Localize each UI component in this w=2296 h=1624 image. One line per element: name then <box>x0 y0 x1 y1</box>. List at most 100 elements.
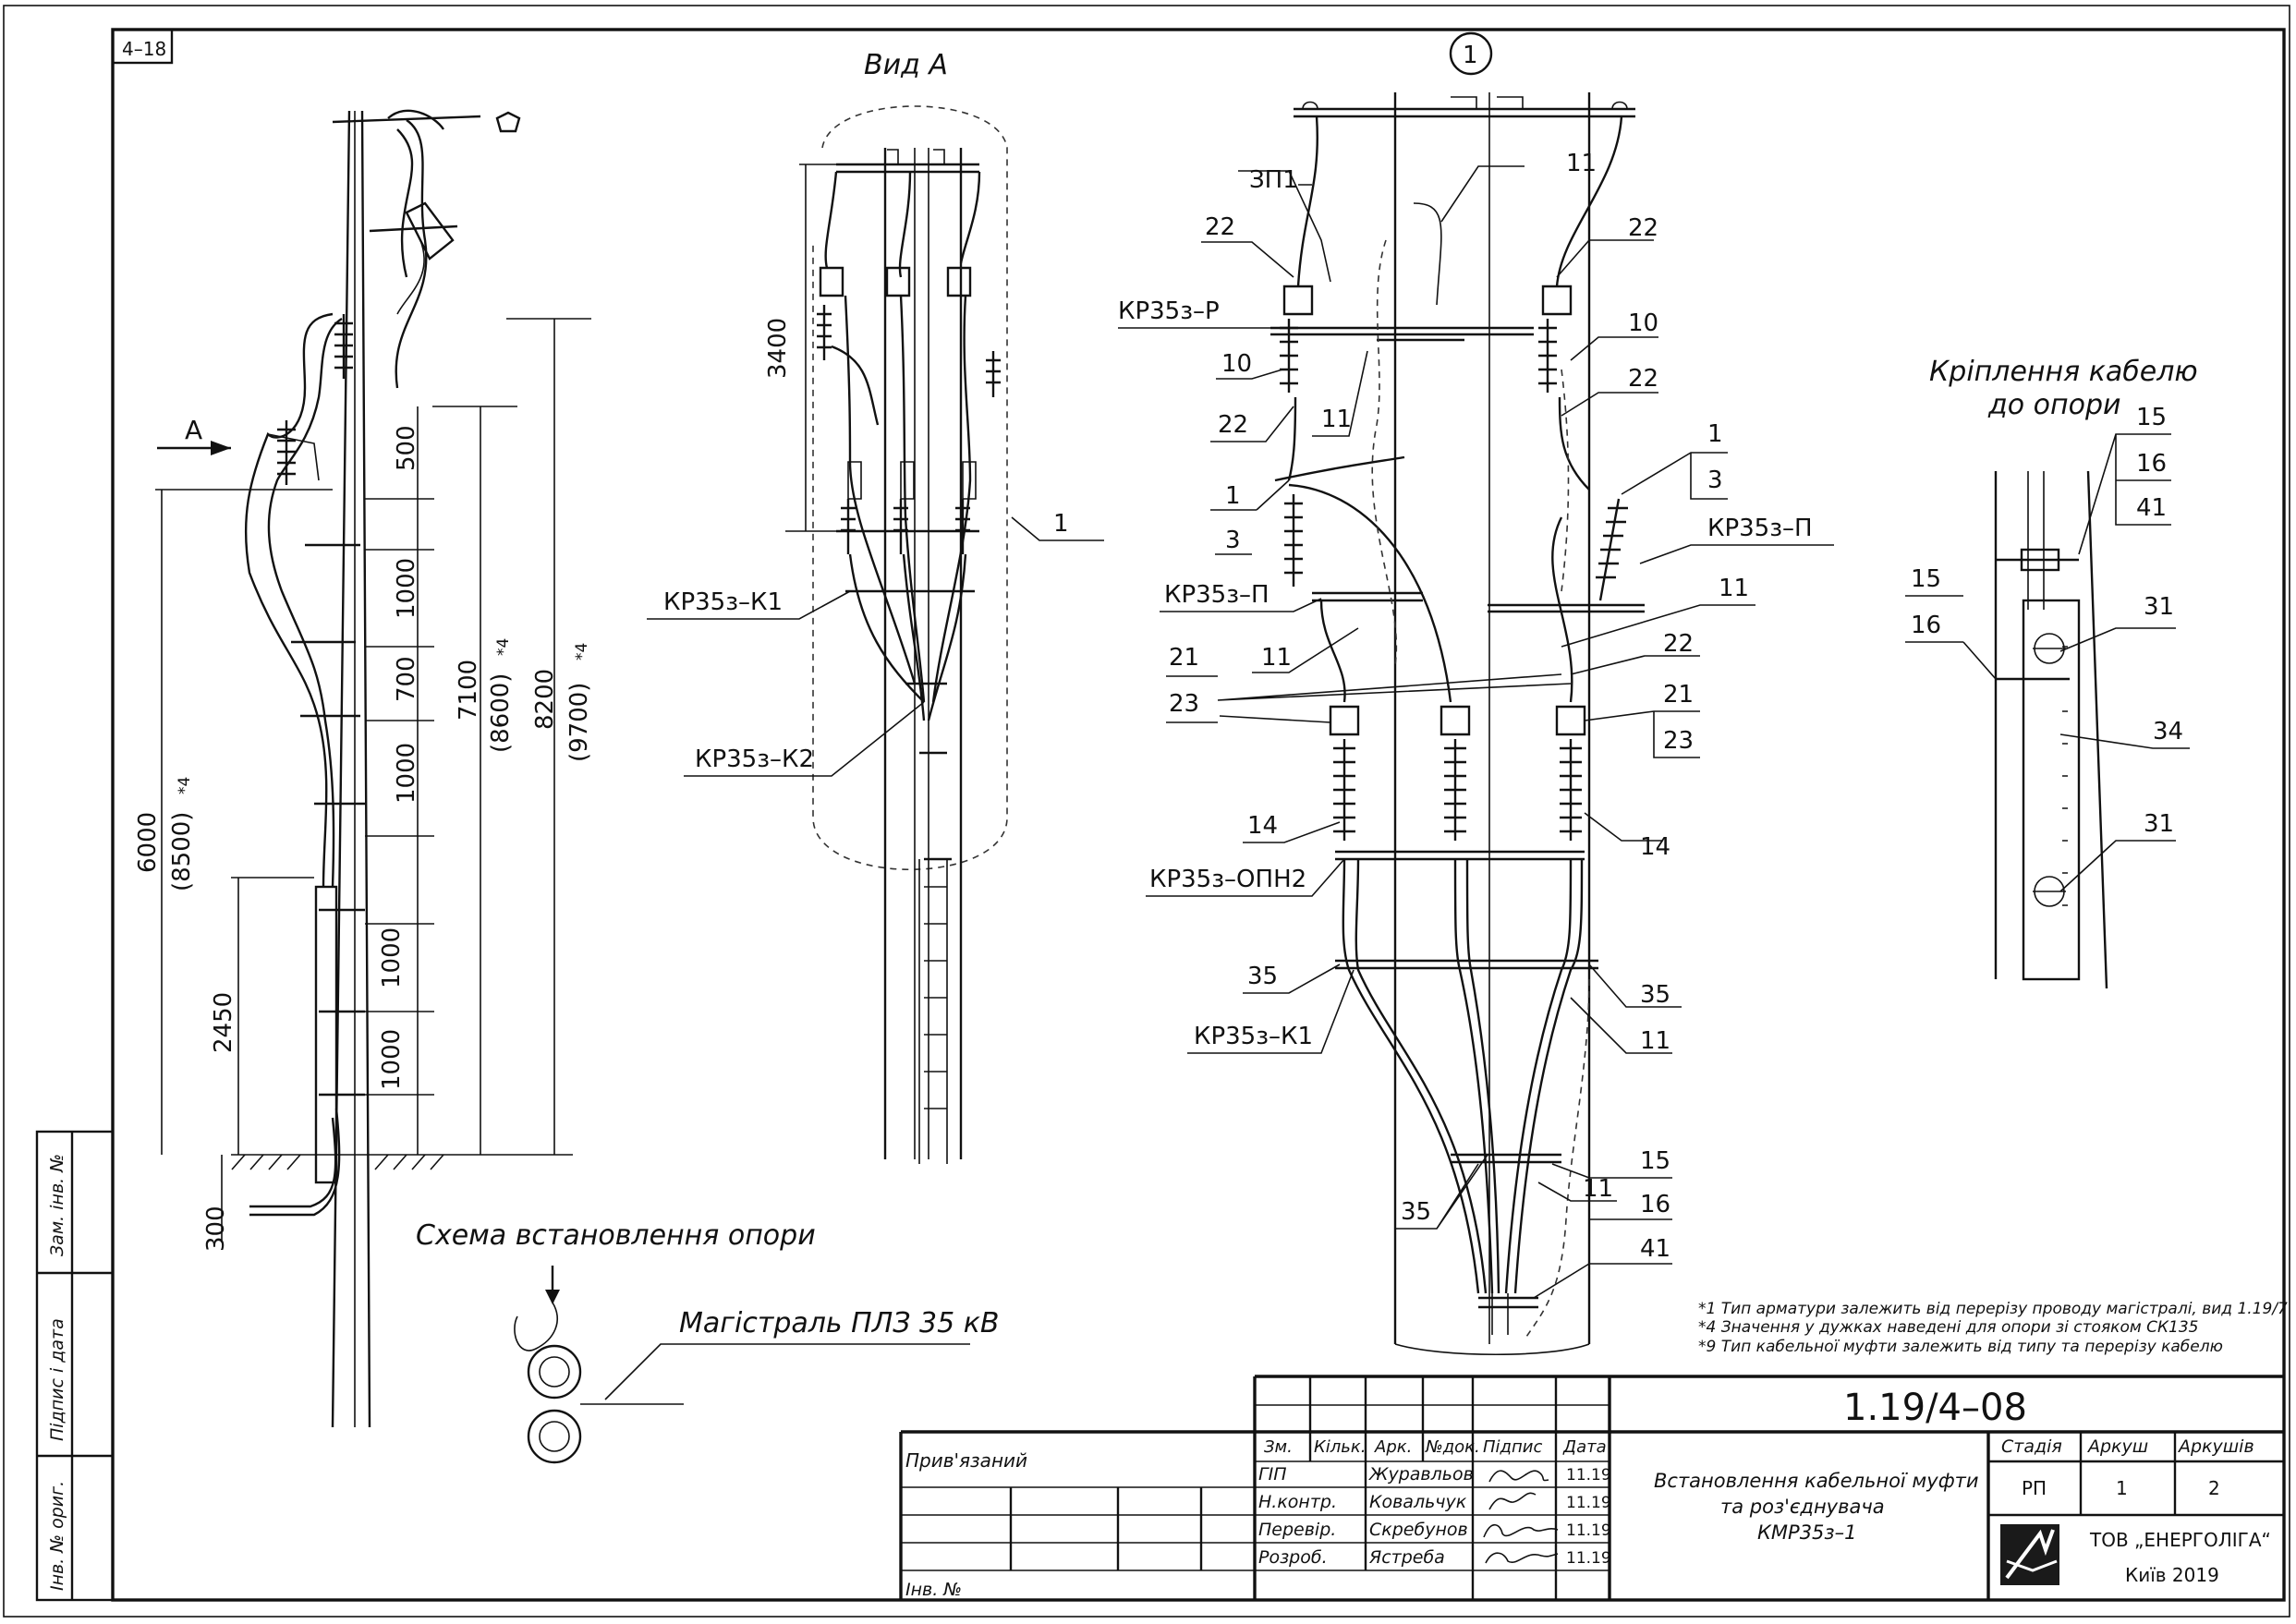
company-name: ТОВ „ЕНЕРГОЛІГА“ <box>2089 1529 2271 1551</box>
row-gip-name: Журавльов <box>1368 1464 1474 1485</box>
dim-7100-star: *4 <box>494 638 513 656</box>
callout-22-a: 22 <box>1205 213 1235 241</box>
callout-11-a: 11 <box>1321 406 1352 433</box>
callout-23-b: 23 <box>1663 727 1694 755</box>
doc-code: 1.19/4–08 <box>1843 1387 2027 1429</box>
row-gip-date: 11.19 <box>1566 1466 1611 1485</box>
hdr-pidpys: Підпис <box>1483 1437 1542 1457</box>
callout-fix-15: 15 <box>2136 404 2167 431</box>
sheets-header: Аркушів <box>2177 1436 2254 1457</box>
callout-fix-16-b: 16 <box>1911 612 1941 639</box>
callout-35-c: 35 <box>1401 1198 1431 1226</box>
doc-title-line1: Встановлення кабельної муфти <box>1654 1470 1979 1492</box>
row-perevir-date: 11.19 <box>1566 1521 1611 1540</box>
callout-14-b: 14 <box>1640 833 1670 861</box>
callout-fix-41: 41 <box>2136 494 2167 522</box>
sheets-value: 2 <box>2208 1477 2220 1499</box>
cable-fixing-detail: Кріплення кабелю до опори 15 16 41 15 16… <box>1905 356 2198 989</box>
callout-22-c: 22 <box>1628 214 1658 242</box>
callout-21-b: 21 <box>1663 681 1694 709</box>
stage-header: Стадія <box>2001 1436 2062 1457</box>
callout-view-a-1: 1 <box>1053 510 1069 538</box>
callout-kr-opn2: КР35з–ОПН2 <box>1149 866 1306 893</box>
dim-2450: 2450 <box>210 992 237 1053</box>
note-2: *4 Значення у дужках наведені для опори … <box>1698 1318 2198 1337</box>
callout-fix-31-a: 31 <box>2144 593 2174 621</box>
pole-dimensions: 500 1000 700 1000 1000 1000 2450 300 600… <box>134 318 593 1252</box>
callout-11-e: 11 <box>1640 1027 1670 1055</box>
callout-11-d: 11 <box>1719 575 1749 602</box>
callout-1-a: 1 <box>1225 482 1241 510</box>
row-perevir-role: Перевір. <box>1258 1520 1336 1540</box>
pryviazanyi: Прив'язаний <box>905 1449 1027 1472</box>
row-perevir-name: Скребунов <box>1369 1520 1468 1540</box>
dim-9700: (9700) <box>565 683 593 762</box>
callout-3-b: 3 <box>1707 467 1723 494</box>
dim-300: 300 <box>202 1206 230 1252</box>
signature-4 <box>1485 1552 1559 1564</box>
sheet-header: Аркуш <box>2086 1436 2148 1457</box>
signature-1 <box>1488 1470 1549 1483</box>
drawing-frame <box>111 28 2286 1602</box>
dim-500: 500 <box>393 425 420 471</box>
row-rozrob-name: Ястреба <box>1368 1547 1445 1568</box>
callout-10-a: 10 <box>1221 350 1252 378</box>
notes: *1 Тип арматури залежить від перерізу пр… <box>1698 1300 2288 1356</box>
callout-fix-16: 16 <box>2136 450 2167 478</box>
dim-8200-star: *4 <box>573 643 591 661</box>
callout-fix-31-b: 31 <box>2144 810 2174 838</box>
side-stamp-zam: Зам. інв. № <box>47 1154 67 1256</box>
hdr-data: Дата <box>1562 1437 1607 1457</box>
title-block: 1.19/4–08 Прив'язаний Інв. № Зм. Кільк. … <box>899 1375 2284 1600</box>
callout-kr-k1-detail: КР35з–К1 <box>1194 1023 1313 1050</box>
pole-side-view: А <box>157 109 573 1428</box>
callout-10-b: 10 <box>1628 309 1658 337</box>
callout-11-f: 11 <box>1583 1175 1613 1203</box>
side-stamp-inv: Інв. № ориг. <box>47 1481 67 1591</box>
dim-1000-c: 1000 <box>378 927 406 988</box>
callout-fix-34: 34 <box>2153 718 2183 745</box>
sheet-tag: 4–18 <box>122 38 166 60</box>
signature-2 <box>1488 1492 1537 1510</box>
installation-scheme: Схема встановлення опори Магістраль ПЛЗ … <box>416 1219 999 1464</box>
stage-value: РП <box>2022 1477 2047 1499</box>
callout-11-c: 11 <box>1566 150 1597 177</box>
doc-title-line2: та роз'єднувача <box>1720 1496 1885 1518</box>
row-gip-role: ГІП <box>1258 1464 1286 1485</box>
hdr-ark: Арк. <box>1374 1437 1412 1457</box>
note-1: *1 Тип арматури залежить від перерізу пр… <box>1698 1300 2288 1318</box>
cable-fix-title-line2: до опори <box>1987 389 2121 421</box>
dim-7100: 7100 <box>455 660 482 721</box>
callout-15-a: 15 <box>1640 1147 1670 1175</box>
callout-kr-k2: КР35з–К2 <box>695 745 814 773</box>
scheme-title: Схема встановлення опори <box>416 1219 816 1252</box>
dim-3400: 3400 <box>764 318 792 379</box>
callout-22-e: 22 <box>1663 630 1694 658</box>
view-a-title: Вид А <box>864 49 948 81</box>
callout-35-a: 35 <box>1247 963 1278 990</box>
hdr-zm: Зм. <box>1264 1437 1293 1457</box>
dim-6000-star: *4 <box>176 777 194 794</box>
row-nkontr-date: 11.19 <box>1566 1494 1611 1512</box>
dim-8500: (8500) <box>168 812 196 891</box>
doc-title-line3: КМР35з–1 <box>1757 1521 1856 1544</box>
hdr-ndok: №док. <box>1425 1437 1480 1457</box>
dim-8200: 8200 <box>531 669 559 730</box>
row-nkontr-name: Ковальчук <box>1369 1492 1467 1512</box>
sheet-tag-box <box>111 28 174 65</box>
sheet-value: 1 <box>2116 1477 2128 1499</box>
detail-number: 1 <box>1463 42 1478 69</box>
dim-1000-d: 1000 <box>378 1029 406 1090</box>
callout-22-d: 22 <box>1628 365 1658 393</box>
signature-3 <box>1483 1523 1559 1538</box>
callout-fix-15-b: 15 <box>1911 565 1941 593</box>
inv-no: Інв. № <box>905 1580 962 1600</box>
row-rozrob-role: Розроб. <box>1258 1547 1328 1568</box>
callout-14-a: 14 <box>1247 812 1278 840</box>
side-stamp: Зам. інв. № Підпис і дата Інв. № ориг. <box>35 1130 115 1602</box>
dim-8600: (8600) <box>487 673 515 753</box>
callout-22-b: 22 <box>1218 411 1248 439</box>
callout-21-a: 21 <box>1169 644 1199 672</box>
callout-41-a: 41 <box>1640 1235 1670 1263</box>
trunk-label: Магістраль ПЛЗ 35 кВ <box>679 1307 999 1339</box>
